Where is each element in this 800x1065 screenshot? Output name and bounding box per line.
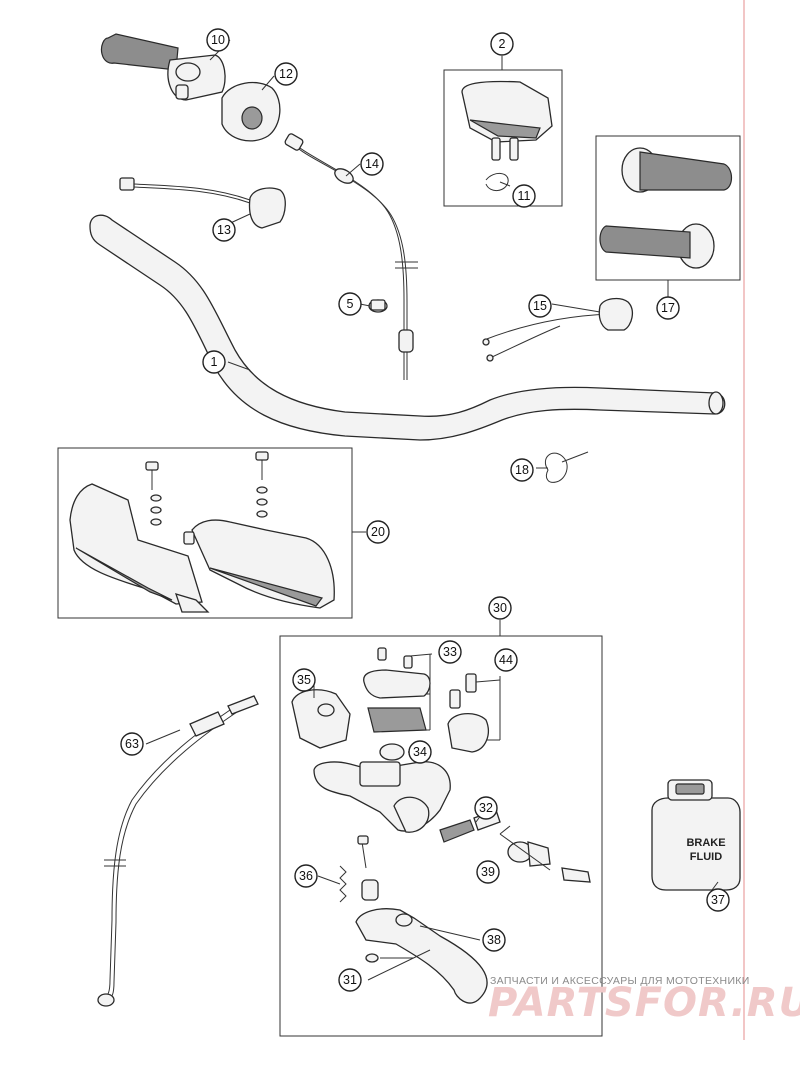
callout-37: 35 <box>292 668 316 692</box>
watermark: ЗАПЧАСТИ И АКСЕССУАРЫ ДЛЯ МОТОТЕХНИКИ PA… <box>488 975 800 1026</box>
svg-text:39: 39 <box>481 865 495 879</box>
right-switch <box>482 297 634 362</box>
switch-unit-box <box>443 69 563 207</box>
brake-line <box>97 695 259 1007</box>
callout-13: 13 <box>212 218 236 242</box>
callout-15: 15 <box>528 294 552 318</box>
callout-44: 44 <box>494 648 518 672</box>
svg-text:20: 20 <box>371 525 385 539</box>
left-switch <box>119 177 286 229</box>
callout-30: 30 <box>488 596 512 620</box>
cable-clip <box>368 299 388 313</box>
callout-12: 12 <box>274 62 298 86</box>
brake-fluid-line-1: BRAKE <box>686 837 725 849</box>
watermark-logo: PARTSFOR.RU <box>488 980 800 1026</box>
svg-text:5: 5 <box>347 297 354 311</box>
callout-20: 20 <box>366 520 390 544</box>
svg-text:15: 15 <box>533 299 547 313</box>
svg-text:32: 32 <box>479 801 493 815</box>
grips-box <box>595 135 741 281</box>
svg-text:38: 38 <box>487 933 501 947</box>
callout-38: 38 <box>482 928 506 952</box>
callout-31: 31 <box>338 968 362 992</box>
callout-35: 36 <box>294 864 318 888</box>
callout-5: 5 <box>338 292 362 316</box>
throttle-cable <box>284 133 418 380</box>
svg-text:37: 37 <box>711 893 725 907</box>
svg-text:13: 13 <box>217 223 231 237</box>
svg-text:1: 1 <box>211 355 218 369</box>
cable-tie <box>544 451 589 483</box>
svg-text:12: 12 <box>279 67 293 81</box>
svg-text:63: 63 <box>125 737 139 751</box>
brake-fluid-bottle: BRAKE FLUID <box>651 779 741 891</box>
svg-text:35: 35 <box>297 673 311 687</box>
svg-text:34: 34 <box>413 745 427 759</box>
brake-assembly-box <box>279 635 603 1037</box>
throttle-grip <box>100 33 226 101</box>
throttle-cover <box>221 81 281 142</box>
svg-text:36: 36 <box>299 869 313 883</box>
callout-33: 33 <box>438 640 462 664</box>
callout-14: 14 <box>360 152 384 176</box>
svg-text:2: 2 <box>499 37 506 51</box>
svg-text:10: 10 <box>211 33 225 47</box>
callout-17: 17 <box>656 296 680 320</box>
svg-text:11: 11 <box>518 189 531 203</box>
callout-63: 63 <box>120 732 144 756</box>
callout-36: 37 <box>706 888 730 912</box>
leader-lines <box>145 39 719 981</box>
callout-18: 18 <box>510 458 534 482</box>
watermark-tagline: ЗАПЧАСТИ И АКСЕССУАРЫ ДЛЯ МОТОТЕХНИКИ <box>490 975 750 987</box>
svg-text:30: 30 <box>493 601 507 615</box>
svg-text:18: 18 <box>515 463 529 477</box>
brake-fluid-line-2: FLUID <box>690 851 722 863</box>
callout-10: 10 <box>206 28 230 52</box>
svg-text:14: 14 <box>365 157 379 171</box>
svg-text:31: 31 <box>343 973 357 987</box>
svg-text:17: 17 <box>661 301 675 315</box>
handguard-box <box>57 447 353 619</box>
callout-11: 11 <box>512 184 536 208</box>
callout-32: 32 <box>474 796 498 820</box>
callout-2: 2 <box>490 32 514 56</box>
callout-1: 1 <box>202 350 226 374</box>
callout-39: 39 <box>476 860 500 884</box>
svg-text:33: 33 <box>443 645 457 659</box>
callout-34: 34 <box>408 740 432 764</box>
svg-text:44: 44 <box>499 653 513 667</box>
